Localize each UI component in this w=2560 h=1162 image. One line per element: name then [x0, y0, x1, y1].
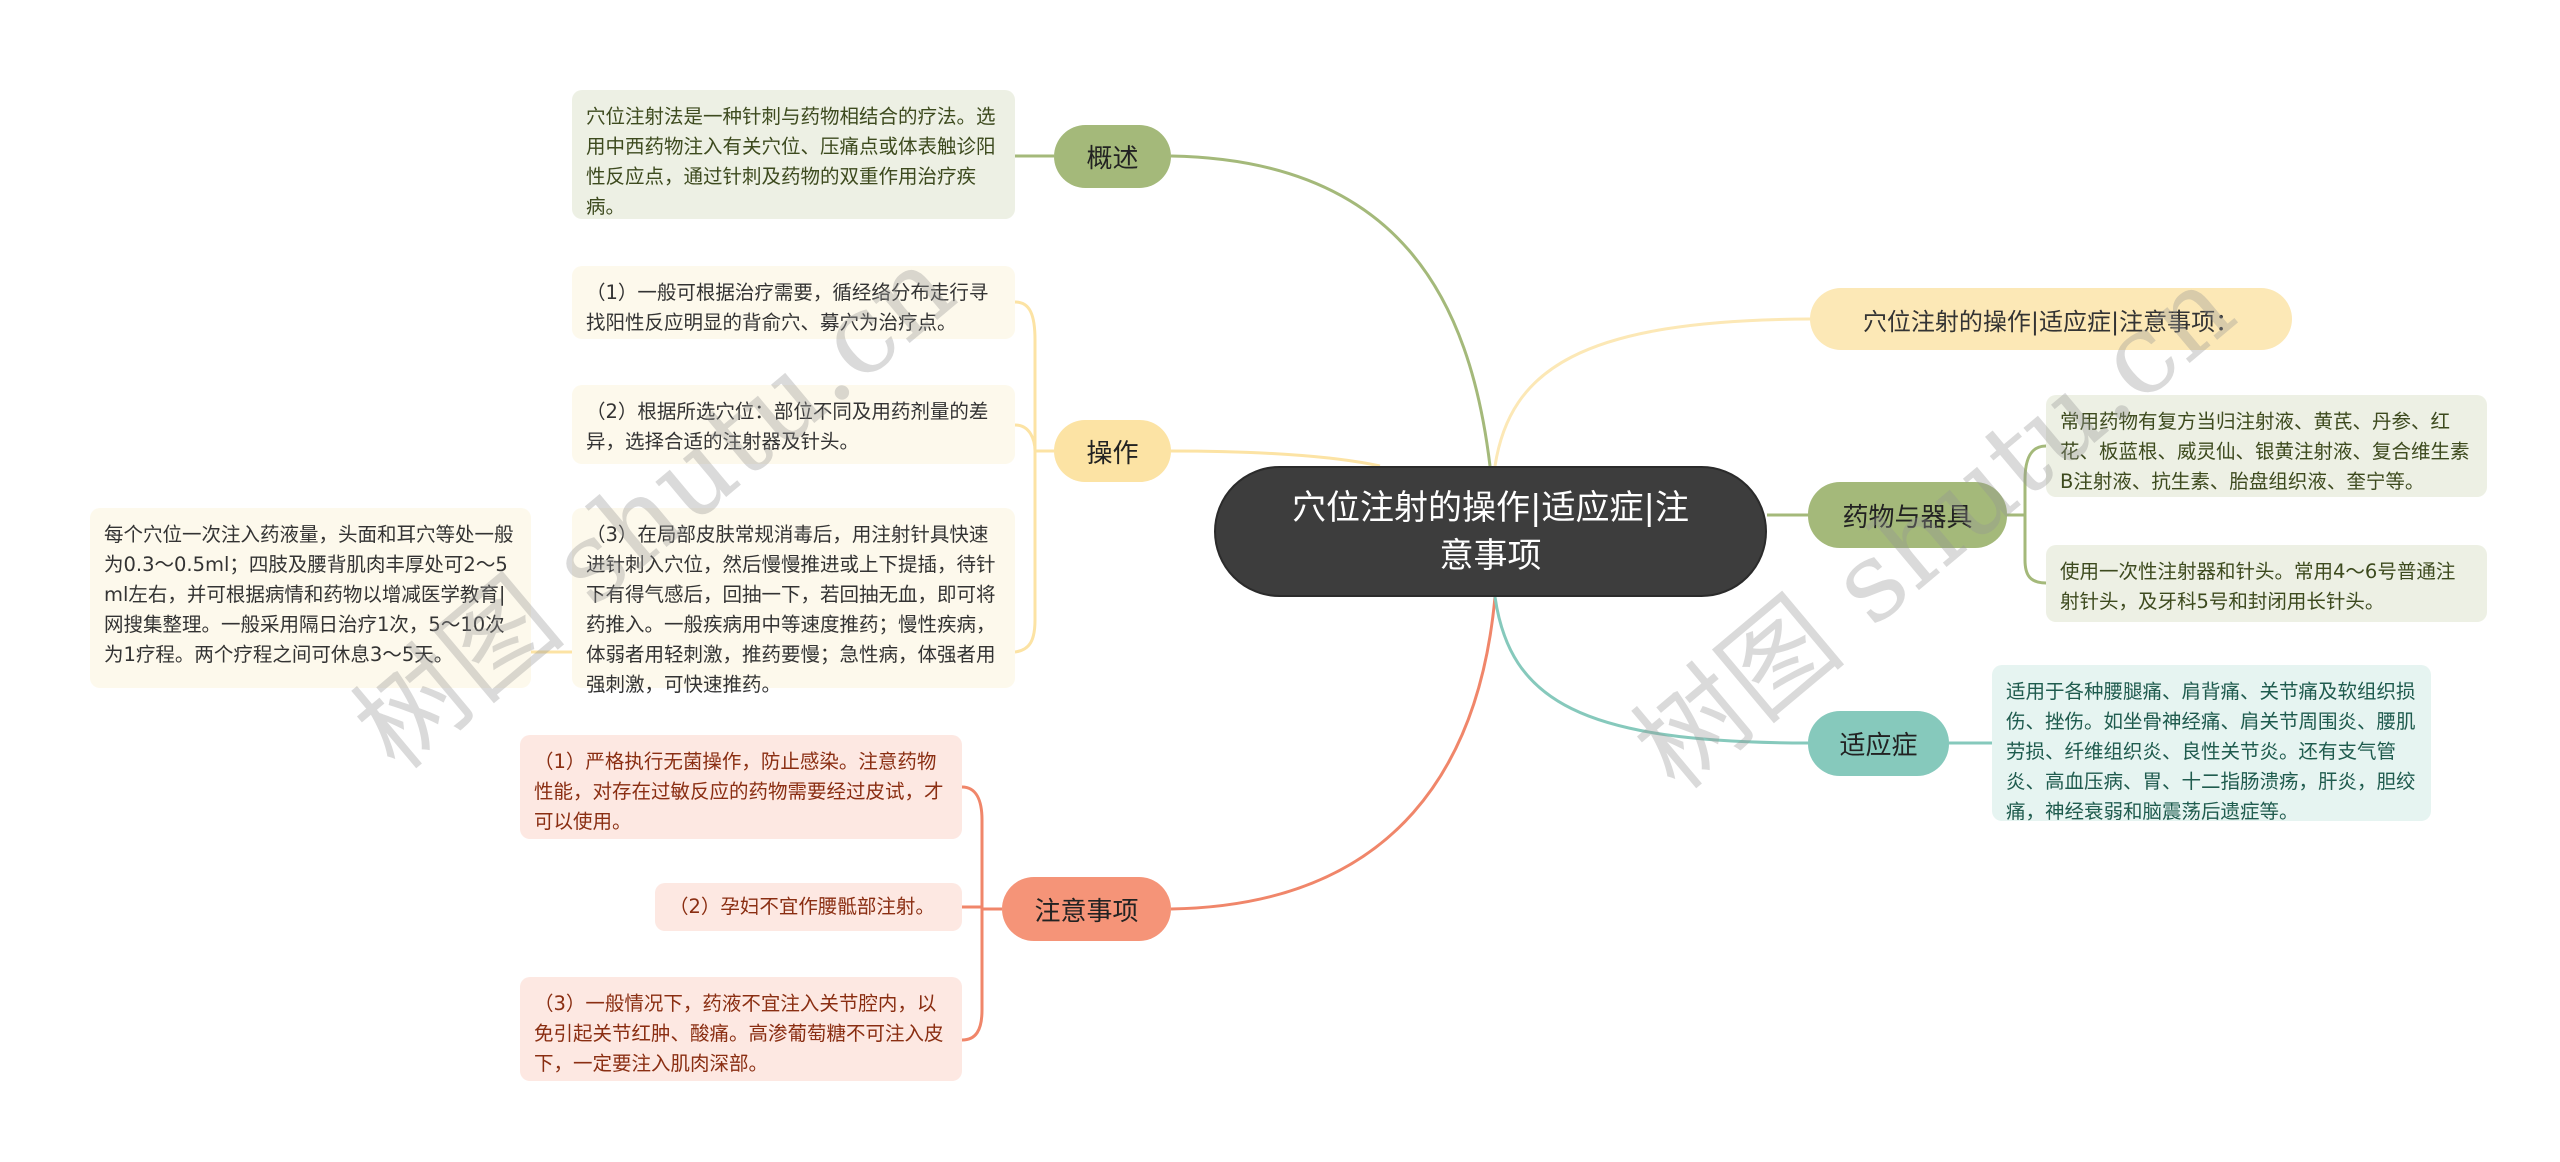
precautions-note-2-text: （2）孕妇不宜作腰骶部注射。: [669, 895, 935, 918]
branch-precautions-label: 注意事项: [1034, 896, 1139, 927]
precautions-note-1[interactable]: （1）严格执行无菌操作，防止感染。注意药物性能，对存在过敏反应的药物需要经过皮试…: [520, 735, 962, 839]
drugs-note-2-text: 使用一次性注射器和针头。常用4～6号普通注射针头，及牙科5号和封闭用长针头。: [2060, 560, 2456, 613]
precautions-note-1-text: （1）严格执行无菌操作，防止感染。注意药物性能，对存在过敏反应的药物需要经过皮试…: [534, 750, 944, 833]
branch-overview-label: 概述: [1086, 144, 1139, 174]
operation-note-1-text: （1）一般可根据治疗需要，循经络分布走行寻找阳性反应明显的背俞穴、募穴为治疗点。: [586, 281, 989, 334]
branch-heading[interactable]: 穴位注射的操作|适应症|注意事项：: [1810, 288, 2292, 350]
operation-note-1[interactable]: （1）一般可根据治疗需要，循经络分布走行寻找阳性反应明显的背俞穴、募穴为治疗点。: [572, 266, 1015, 339]
root-title-line1: 穴位注射的操作|适应症|注: [1292, 487, 1689, 528]
branch-drugs-label: 药物与器具: [1842, 502, 1973, 533]
branch-drugs[interactable]: 药物与器具: [1808, 482, 2007, 548]
root-topic[interactable]: 穴位注射的操作|适应症|注 意事项: [1214, 466, 1767, 597]
branch-indications-label: 适应症: [1839, 731, 1918, 761]
operation-note-3-text: （3）在局部皮肤常规消毒后，用注射针具快速进针刺入穴位，然后慢慢推进或上下提插，…: [586, 523, 996, 696]
operation-sub-note-text: 每个穴位一次注入药液量，头面和耳穴等处一般为0.3～0.5ml；四肢及腰背肌肉丰…: [104, 523, 514, 666]
operation-note-2-text: （2）根据所选穴位：部位不同及用药剂量的差异，选择合适的注射器及针头。: [586, 400, 989, 453]
operation-sub-note[interactable]: 每个穴位一次注入药液量，头面和耳穴等处一般为0.3～0.5ml；四肢及腰背肌肉丰…: [90, 508, 531, 688]
overview-note[interactable]: 穴位注射法是一种针刺与药物相结合的疗法。选用中西药物注入有关穴位、压痛点或体表触…: [572, 90, 1015, 219]
overview-note-text: 穴位注射法是一种针刺与药物相结合的疗法。选用中西药物注入有关穴位、压痛点或体表触…: [586, 105, 996, 218]
branch-precautions[interactable]: 注意事项: [1002, 877, 1171, 941]
branch-overview[interactable]: 概述: [1054, 125, 1171, 188]
precautions-note-3-text: （3）一般情况下，药液不宜注入关节腔内，以免引起关节红肿、酸痛。高渗葡萄糖不可注…: [534, 992, 944, 1075]
operation-note-3[interactable]: （3）在局部皮肤常规消毒后，用注射针具快速进针刺入穴位，然后慢慢推进或上下提插，…: [572, 508, 1015, 696]
branch-indications[interactable]: 适应症: [1808, 711, 1949, 776]
branch-heading-label: 穴位注射的操作|适应症|注意事项：: [1862, 307, 2240, 336]
drugs-note-1-text: 常用药物有复方当归注射液、黄芪、丹参、红花、板蓝根、威灵仙、银黄注射液、复合维生…: [2060, 410, 2470, 493]
drugs-note-1[interactable]: 常用药物有复方当归注射液、黄芪、丹参、红花、板蓝根、威灵仙、银黄注射液、复合维生…: [2046, 395, 2487, 497]
branch-operation[interactable]: 操作: [1054, 420, 1171, 482]
precautions-note-2[interactable]: （2）孕妇不宜作腰骶部注射。: [655, 883, 962, 931]
drugs-note-2[interactable]: 使用一次性注射器和针头。常用4～6号普通注射针头，及牙科5号和封闭用长针头。: [2046, 545, 2487, 622]
root-title-line2: 意事项: [1439, 535, 1542, 576]
indications-note-text: 适用于各种腰腿痛、肩背痛、关节痛及软组织损伤、挫伤。如坐骨神经痛、肩关节周围炎、…: [2006, 680, 2416, 823]
indications-note[interactable]: 适用于各种腰腿痛、肩背痛、关节痛及软组织损伤、挫伤。如坐骨神经痛、肩关节周围炎、…: [1992, 665, 2431, 823]
precautions-note-3[interactable]: （3）一般情况下，药液不宜注入关节腔内，以免引起关节红肿、酸痛。高渗葡萄糖不可注…: [520, 977, 962, 1081]
operation-note-2[interactable]: （2）根据所选穴位：部位不同及用药剂量的差异，选择合适的注射器及针头。: [572, 385, 1015, 464]
branch-operation-label: 操作: [1086, 438, 1139, 469]
